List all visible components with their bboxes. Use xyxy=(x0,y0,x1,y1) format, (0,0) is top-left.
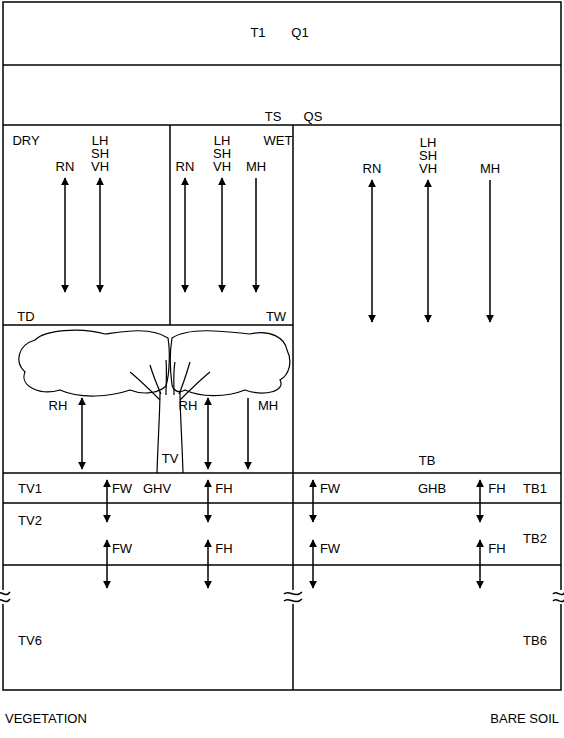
flux-label: LH xyxy=(92,134,109,147)
flux-label: SH xyxy=(213,147,231,160)
flux-label: MH xyxy=(258,399,278,412)
flux-label: FH xyxy=(215,542,232,555)
atmosphere-band: T1 Q1 xyxy=(3,2,561,65)
flux-label: RN xyxy=(176,160,195,173)
soil-layer: TB2 xyxy=(293,503,561,565)
variable-label: TB xyxy=(419,454,436,467)
flux-label: VH xyxy=(213,160,231,173)
variable-label: Q1 xyxy=(291,26,308,39)
flux-label: MH xyxy=(246,160,266,173)
variable-label: TS xyxy=(265,110,282,123)
wet-canopy-cell: WET TW xyxy=(170,125,293,325)
surface-air-band: TS QS xyxy=(3,65,561,125)
flux-label: MH xyxy=(480,162,500,175)
variable-label: TB6 xyxy=(523,634,547,647)
column-caption: VEGETATION xyxy=(5,712,87,725)
variable-label: WET xyxy=(264,134,293,147)
column-caption: BARE SOIL xyxy=(490,712,559,725)
variable-label: TV6 xyxy=(18,634,42,647)
variable-label: GHB xyxy=(418,482,446,495)
flux-label: FW xyxy=(320,542,340,555)
flux-label: FH xyxy=(488,482,505,495)
flux-label: LH xyxy=(214,134,231,147)
flux-label: FW xyxy=(112,542,132,555)
flux-arrows xyxy=(65,178,490,588)
variable-label: QS xyxy=(304,110,323,123)
soil-layer: TV1 GHV xyxy=(3,473,293,503)
flux-label: VH xyxy=(419,162,437,175)
soil-layer: TV2 xyxy=(3,503,293,565)
soil-layer: TV6 xyxy=(3,565,293,690)
variable-label: T1 xyxy=(250,26,265,39)
variable-label: TD xyxy=(17,310,34,323)
variable-label: DRY xyxy=(12,134,39,147)
variable-label: TB2 xyxy=(523,532,547,545)
flux-label: RH xyxy=(49,399,68,412)
flux-label: VH xyxy=(91,160,109,173)
bare-soil-surface: TB xyxy=(293,125,561,473)
flux-label: RN xyxy=(56,160,75,173)
flux-label: FW xyxy=(320,482,340,495)
variable-label: TB1 xyxy=(523,482,547,495)
soil-layer: TB6 xyxy=(293,565,561,690)
dry-canopy-cell: DRY TD xyxy=(3,125,170,325)
variable-label: TV2 xyxy=(18,514,42,527)
break-symbol xyxy=(0,590,564,604)
variable-label: GHV xyxy=(143,482,171,495)
tree-illustration xyxy=(19,330,290,396)
flux-label: SH xyxy=(419,149,437,162)
flux-label: RH xyxy=(179,399,198,412)
flux-label: SH xyxy=(91,147,109,160)
variable-label: TV1 xyxy=(18,482,42,495)
variable-label: TW xyxy=(266,310,286,323)
flux-label: FH xyxy=(215,482,232,495)
flux-label: LH xyxy=(420,136,437,149)
flux-label: FH xyxy=(488,542,505,555)
flux-label: RN xyxy=(363,162,382,175)
variable-label: TV xyxy=(162,452,179,465)
flux-label: FW xyxy=(112,482,132,495)
vegetation-cell: TV xyxy=(3,325,293,473)
